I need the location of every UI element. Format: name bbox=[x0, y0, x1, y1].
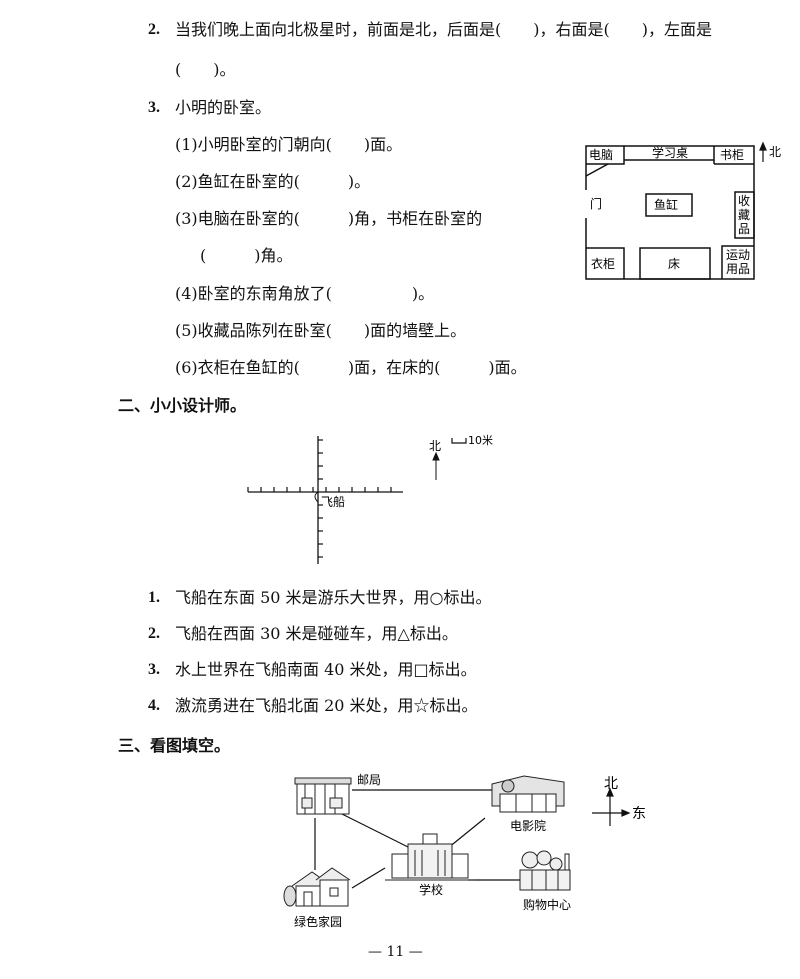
compass-north-label: 北 bbox=[604, 776, 618, 792]
compass-east-label: 东 bbox=[632, 806, 646, 822]
post-office-icon bbox=[294, 777, 352, 815]
q3-item-4: (4)卧室的东南角放了( )。 bbox=[175, 284, 435, 303]
q2-text-line2: ( )。 bbox=[175, 60, 236, 79]
sec2-item-4-text: 激流勇进在飞船北面 20 米处，用☆标出。 bbox=[175, 696, 478, 715]
compass-arrows bbox=[592, 787, 631, 826]
q3-item-3: (3)电脑在卧室的( )角，书柜在卧室的 bbox=[175, 209, 483, 228]
green-home-label: 绿色家园 bbox=[294, 914, 342, 929]
room-computer-label: 电脑 bbox=[589, 148, 613, 162]
school-label: 学校 bbox=[419, 882, 443, 897]
ship-label: 飞船 bbox=[321, 495, 345, 509]
cinema-label: 电影院 bbox=[510, 819, 546, 833]
ship-coordinate-grid: 飞船 北 10米 bbox=[247, 434, 493, 564]
room-sports-label-2: 用品 bbox=[726, 262, 750, 276]
q2-text-line1: 当我们晚上面向北极星时，前面是北，后面是( )，右面是( )，左面是 bbox=[175, 20, 712, 39]
grid-north-label: 北 bbox=[429, 439, 441, 453]
section-3-title: 三、看图填空。 bbox=[118, 736, 231, 755]
room-bookcase-label: 书柜 bbox=[720, 148, 744, 162]
q2-number: 2. bbox=[148, 21, 160, 38]
town-map: 邮局 电影院 学校 购物中心 绿色家园 bbox=[283, 773, 646, 929]
bedroom-floor-plan: 电脑 学习桌 书柜 门 鱼缸 收 藏 品 衣柜 床 运动 用品 北 bbox=[585, 141, 781, 280]
q3-item-2: (2)鱼缸在卧室的( )。 bbox=[175, 172, 371, 191]
room-collection-label-3: 品 bbox=[738, 222, 750, 236]
q3-title: 小明的卧室。 bbox=[175, 98, 272, 117]
sec2-item-3-number: 3. bbox=[148, 661, 160, 678]
green-home-icon bbox=[283, 867, 351, 907]
room-bed-label: 床 bbox=[668, 257, 680, 271]
shopping-mall-label: 购物中心 bbox=[523, 897, 571, 912]
room-north-label: 北 bbox=[769, 145, 781, 159]
sec2-item-1-text: 飞船在东面 50 米是游乐大世界，用○标出。 bbox=[175, 588, 492, 607]
room-collection-label-1: 收 bbox=[738, 194, 750, 208]
q3-item-5: (5)收藏品陈列在卧室( )面的墙壁上。 bbox=[175, 321, 467, 340]
shopping-mall-icon bbox=[519, 850, 571, 891]
q3-number: 3. bbox=[148, 99, 160, 116]
page-number: — 11 — bbox=[368, 944, 423, 960]
sec2-item-2-text: 飞船在西面 30 米是碰碰车，用△标出。 bbox=[175, 624, 458, 643]
q3-item-3-cont: ( )角。 bbox=[200, 246, 293, 265]
sec2-item-2-number: 2. bbox=[148, 625, 160, 642]
sec2-item-3-text: 水上世界在飞船南面 40 米处，用□标出。 bbox=[175, 660, 477, 679]
room-north-arrow bbox=[759, 141, 767, 162]
room-wardrobe-label: 衣柜 bbox=[591, 256, 615, 271]
scale-bar bbox=[451, 438, 467, 444]
cinema-icon bbox=[491, 775, 565, 813]
room-collection-label-2: 藏 bbox=[738, 208, 750, 222]
room-desk-label: 学习桌 bbox=[652, 145, 688, 160]
grid-north-arrow bbox=[432, 451, 440, 480]
q3-item-1: (1)小明卧室的门朝向( )面。 bbox=[175, 135, 403, 154]
q3-item-6: (6)衣柜在鱼缸的( )面，在床的( )面。 bbox=[175, 358, 527, 377]
scale-label: 10米 bbox=[468, 434, 493, 447]
post-office-label: 邮局 bbox=[357, 773, 381, 787]
school-icon bbox=[385, 833, 475, 881]
room-fishtank-label: 鱼缸 bbox=[654, 197, 678, 212]
room-sports-label-1: 运动 bbox=[726, 248, 750, 262]
section-2-title: 二、小小设计师。 bbox=[118, 396, 247, 415]
room-door-label: 门 bbox=[590, 196, 602, 211]
sec2-item-4-number: 4. bbox=[148, 697, 160, 714]
sec2-item-1-number: 1. bbox=[148, 589, 160, 606]
